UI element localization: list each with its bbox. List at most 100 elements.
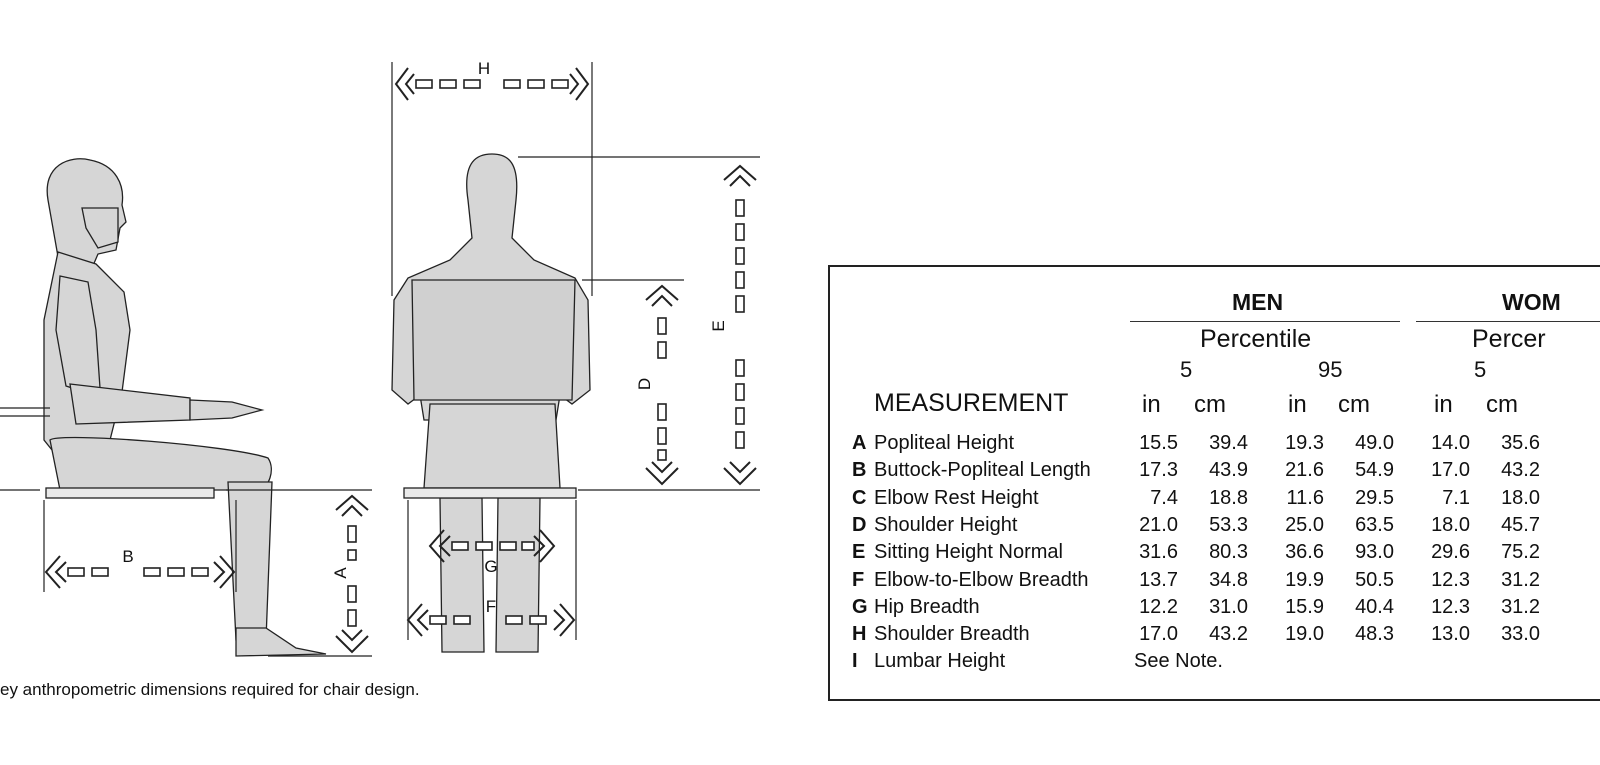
reference-lines (0, 62, 760, 657)
row-value: 15.9 (1285, 595, 1324, 618)
percentile-men-5: 5 (1180, 357, 1193, 382)
row-value: 40.4 (1355, 595, 1394, 618)
row-value: 12.2 (1139, 595, 1178, 618)
row-value: 43.2 (1209, 623, 1248, 646)
row-measurement-name: Elbow-to-Elbow Breadth (874, 568, 1089, 591)
row-value: 53.3 (1209, 513, 1248, 536)
row-value: 36.6 (1285, 541, 1324, 564)
front-view-figure (391, 153, 591, 653)
dimension-label-a: A (331, 567, 350, 579)
table-row: B Buttock-Popliteal Length 17.3 43.9 21.6 54.… (830, 459, 1600, 486)
dimension-label-e: E (709, 320, 728, 331)
table-row: I Lumbar Height See Note. (830, 650, 1600, 677)
table-row: G Hip Breadth 12.2 31.0 15.9 40.4 12.3 31.2 (830, 596, 1600, 623)
figure-caption: ey anthropometric dimensions required fo… (0, 680, 420, 699)
row-measurement-name: Shoulder Height (874, 513, 1018, 536)
row-value: 80.3 (1209, 541, 1248, 564)
row-value: 21.0 (1139, 513, 1178, 536)
dimension-label-b: B (122, 547, 133, 566)
row-measurement-name: Shoulder Breadth (874, 623, 1030, 646)
row-value: 34.8 (1209, 568, 1248, 591)
row-value: 17.3 (1139, 459, 1178, 482)
row-measurement-name: Elbow Rest Height (874, 486, 1039, 509)
row-note: See Note. (1134, 650, 1223, 673)
row-value: 48.3 (1355, 623, 1394, 646)
row-value: 7.1 (1442, 486, 1470, 509)
row-value: 33.0 (1501, 623, 1540, 646)
row-value: 19.3 (1285, 432, 1324, 454)
group-header-men: MEN (1232, 289, 1284, 315)
row-measurement-name: Lumbar Height (874, 650, 1006, 673)
row-value: 19.0 (1285, 623, 1324, 646)
row-letter: F (852, 568, 865, 591)
table-row: A Popliteal Height 15.5 39.4 19.3 49.0 14.0 35.… (830, 432, 1600, 459)
row-letter: B (852, 459, 867, 482)
percentile-women-5: 5 (1474, 357, 1487, 382)
percentile-label-men: Percentile (1200, 325, 1312, 353)
row-letter: I (852, 650, 858, 673)
row-letter: G (852, 595, 868, 618)
row-value: 31.6 (1139, 541, 1178, 564)
row-letter: E (852, 541, 866, 564)
unit-header: in (1288, 391, 1307, 418)
row-value: 14.0 (1431, 432, 1470, 454)
dimension-label-d: D (635, 378, 654, 390)
row-value: 93.0 (1355, 541, 1394, 564)
row-value: 29.6 (1431, 541, 1470, 564)
group-header-women: WOM (1502, 289, 1561, 315)
row-letter: H (852, 623, 867, 646)
dimension-arrows (44, 67, 757, 654)
row-value: 43.9 (1209, 459, 1248, 482)
table-row: F Elbow-to-Elbow Breadth 13.7 34.8 19.9 50.5 1… (830, 569, 1600, 596)
row-value: 18.0 (1501, 486, 1540, 509)
row-value: 63.5 (1355, 513, 1394, 536)
row-measurement-name: Sitting Height Normal (874, 541, 1063, 564)
row-value: 19.9 (1285, 568, 1324, 591)
row-value: 31.2 (1501, 595, 1540, 618)
dimension-label-f: F (486, 597, 496, 616)
row-value: 31.2 (1501, 568, 1540, 591)
row-value: 21.6 (1285, 459, 1324, 482)
unit-header: in (1434, 391, 1453, 418)
anthropometric-table: MEN WOM Percentile Percer 5 95 5 MEASURE… (828, 265, 1600, 701)
row-value: 39.4 (1209, 432, 1248, 454)
row-letter: A (852, 432, 867, 454)
row-value: 12.3 (1431, 568, 1470, 591)
row-value: 15.5 (1139, 432, 1178, 454)
row-value: 18.8 (1209, 486, 1248, 509)
row-value: 17.0 (1431, 459, 1470, 482)
row-value: 50.5 (1355, 568, 1394, 591)
table-row: H Shoulder Breadth 17.0 43.2 19.0 48.3 13.0 33.… (830, 623, 1600, 650)
row-measurement-name: Popliteal Height (874, 432, 1015, 454)
row-value: 12.3 (1431, 595, 1470, 618)
row-letter: C (852, 486, 867, 509)
unit-header: cm (1486, 391, 1518, 418)
row-value: 13.0 (1431, 623, 1470, 646)
row-value: 11.6 (1286, 486, 1324, 509)
row-value: 17.0 (1139, 623, 1178, 646)
row-value: 35.6 (1501, 432, 1540, 454)
unit-header: cm (1194, 391, 1226, 418)
row-value: 43.2 (1501, 459, 1540, 482)
women-header-rule (1416, 321, 1600, 322)
unit-header: in (1142, 391, 1161, 418)
row-value: 25.0 (1285, 513, 1324, 536)
row-value: 31.0 (1209, 595, 1248, 618)
percentile-men-95: 95 (1318, 357, 1343, 382)
row-value: 75.2 (1501, 541, 1540, 564)
table-row: E Sitting Height Normal 31.6 80.3 36.6 93.0 29… (830, 541, 1600, 568)
row-value: 49.0 (1355, 432, 1394, 454)
row-value: 29.5 (1355, 486, 1394, 509)
row-value: 13.7 (1139, 568, 1178, 591)
dimension-label-g: G (484, 557, 497, 576)
table-row: C Elbow Rest Height 7.4 18.8 11.6 29.5 7.1 18.0 (830, 487, 1600, 514)
row-letter: D (852, 513, 867, 536)
side-view-figure (0, 158, 327, 657)
row-measurement-name: Hip Breadth (874, 595, 980, 618)
row-value: 54.9 (1355, 459, 1394, 482)
row-value: 18.0 (1431, 513, 1470, 536)
row-value: 7.4 (1150, 486, 1178, 509)
unit-header: cm (1338, 391, 1370, 418)
row-measurement-name: Buttock-Popliteal Length (874, 459, 1091, 482)
